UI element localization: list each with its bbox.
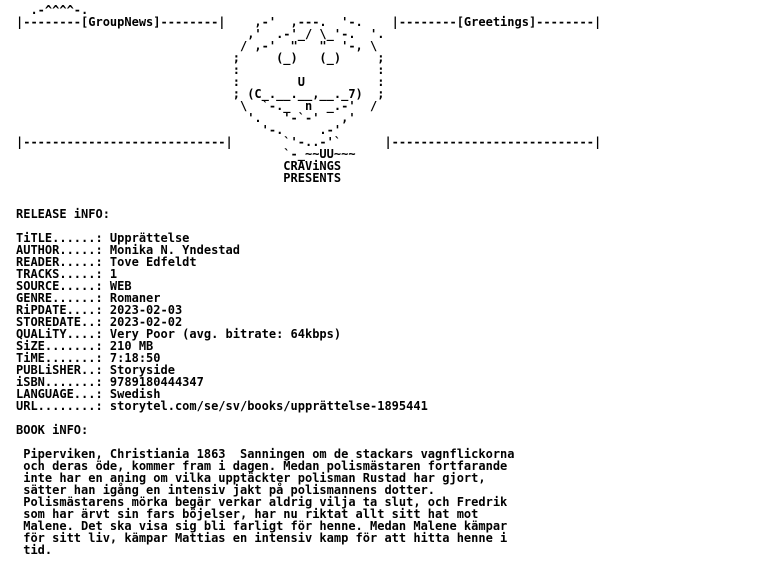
- nfo-line: |----------------------------| `'-..-'` …: [16, 135, 602, 149]
- nfo-line: PUBLiSHER..: Storyside: [16, 363, 175, 377]
- nfo-line: STOREDATE..: 2023-02-02: [16, 315, 183, 329]
- nfo-line: : :: [16, 63, 385, 77]
- nfo-line: TRACKS.....: 1: [16, 267, 118, 281]
- nfo-line: QUALiTY....: Very Poor (avg. bitrate: 64…: [16, 327, 342, 341]
- nfo-line: som har ärvt sin fars böjelser, har nu r…: [16, 507, 479, 521]
- nfo-line: ,' .-'_/ \_'-. '.: [16, 27, 385, 41]
- nfo-line: PRESENTS: [16, 171, 342, 185]
- nfo-line: READER.....: Tove Edfeldt: [16, 255, 197, 269]
- nfo-line: |--------[GroupNews]--------| ,-' ,---. …: [16, 15, 602, 29]
- nfo-line: CRAViNGS: [16, 159, 342, 173]
- nfo-line: ; (C_.__.__,__._7) ;: [16, 87, 385, 101]
- nfo-line: inte har en aning om vilka upptäckter po…: [16, 471, 486, 485]
- nfo-line: Polismästarens mörka begär verkar aldrig…: [16, 495, 508, 509]
- nfo-line: iSBN.......: 9789180444347: [16, 375, 204, 389]
- nfo-line: TiME.......: 7:18:50: [16, 351, 161, 365]
- nfo-line: LANGUAGE...: Swedish: [16, 387, 161, 401]
- nfo-line: SOURCE.....: WEB: [16, 279, 132, 293]
- nfo-line: [16, 412, 601, 424]
- nfo-line: för sitt liv, kämpar Mattias en intensiv…: [16, 531, 508, 545]
- nfo-line: '. '-`-' ,': [16, 111, 356, 125]
- nfo-line: och deras öde, kommer fram i dagen. Meda…: [16, 459, 508, 473]
- nfo-line: \ `-._ n _.-' /: [16, 99, 378, 113]
- nfo-line: RELEASE iNFO:: [16, 207, 110, 221]
- nfo-line: AUTHOR.....: Monika N. Yndestad: [16, 243, 240, 257]
- nfo-line: sätter han igång en intensiv jakt på pol…: [16, 483, 436, 497]
- nfo-text: .-^^^^-.|--------[GroupNews]--------| ,-…: [16, 4, 601, 556]
- nfo-line: ; (_) (_) ;: [16, 51, 385, 65]
- nfo-line: / ,-' " " '-, \: [16, 39, 378, 53]
- nfo-line: Piperviken, Christiania 1863 Sanningen o…: [16, 447, 515, 461]
- nfo-line: : U :: [16, 75, 385, 89]
- nfo-line: BOOK iNFO:: [16, 423, 89, 437]
- nfo-line: GENRE......: Romaner: [16, 291, 161, 305]
- nfo-line: SiZE.......: 210 MB: [16, 339, 154, 353]
- nfo-line: Malene. Det ska visa sig bli farligt för…: [16, 519, 508, 533]
- nfo-line: TiTLE......: Upprättelse: [16, 231, 190, 245]
- nfo-line: RiPDATE....: 2023-02-03: [16, 303, 183, 317]
- nfo-line: [16, 184, 601, 196]
- nfo-line: .-^^^^-.: [16, 3, 89, 17]
- nfo-line: tid.: [16, 543, 53, 557]
- nfo-line: `-_~~UU~~~: [16, 147, 356, 161]
- nfo-line: URL........: storytel.com/se/sv/books/up…: [16, 399, 428, 413]
- nfo-line: '-. .-': [16, 123, 342, 137]
